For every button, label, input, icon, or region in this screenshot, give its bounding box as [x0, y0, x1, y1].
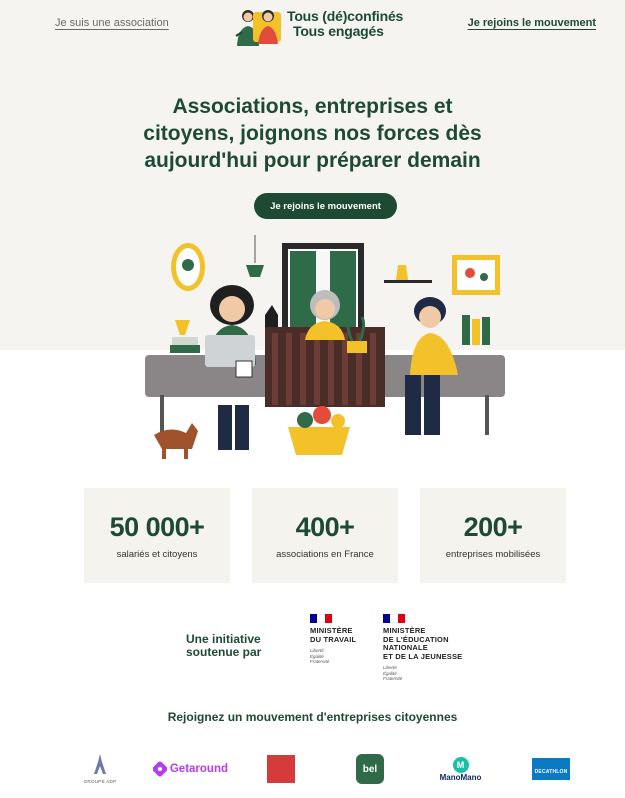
ministry-name-line: DE L'ÉDUCATION	[383, 634, 449, 644]
ministry-name-line: DU TRAVAIL	[310, 634, 357, 644]
ministry-name-line: MINISTÈRE	[383, 626, 426, 635]
partner-logo-manomano: M ManoMano	[433, 752, 488, 786]
coworking-illustration	[145, 235, 505, 459]
stat-card-citizens: 50 000+ salariés et citoyens	[84, 488, 230, 583]
french-flag-icon	[310, 614, 332, 623]
initiative-line-2: soutenue par	[186, 645, 262, 659]
partner-logo-red-mark	[266, 752, 296, 786]
partner-name: DECATHLON	[534, 769, 568, 775]
motto-line: Liberté	[310, 648, 324, 653]
site-header: Je suis une association Tous (dé)confiné…	[0, 0, 625, 50]
stat-label: entreprises mobilisées	[445, 549, 541, 560]
ministry-name-line: NATIONALE	[383, 643, 428, 652]
getaround-logo-icon	[153, 761, 167, 777]
motto-line: Égalité	[383, 670, 397, 676]
ministry-name-line: ET DE LA JEUNESSE	[383, 651, 463, 661]
motto-line: Liberté	[383, 665, 397, 670]
logo-text: Tous (dé)confinés Tous engagés	[287, 9, 403, 39]
headline-line-2: citoyens, joignons nos forces dès	[143, 122, 482, 145]
logo-line-1: Tous (dé)confinés	[287, 8, 404, 24]
partner-logo-bel: bel	[355, 752, 385, 786]
site-logo[interactable]: Tous (dé)confinés Tous engagés	[232, 4, 432, 46]
partner-logo-decathlon: DECATHLON	[531, 752, 571, 786]
partner-name: GROUPE ADP	[83, 779, 117, 784]
stat-value: 50 000+	[109, 512, 205, 542]
ministry-name-line: MINISTÈRE	[310, 626, 353, 635]
motto-line: Fraternité	[383, 676, 403, 681]
stat-card-associations: 400+ associations en France	[252, 488, 398, 583]
partner-name: ManoMano	[439, 772, 482, 782]
manomano-badge-icon: M	[452, 756, 469, 773]
ministry-travail-logo: MINISTÈRE DU TRAVAIL Liberté Égalité Fra…	[310, 614, 356, 665]
association-link[interactable]: Je suis une association	[55, 17, 169, 29]
logo-line-2: Tous engagés	[293, 23, 384, 39]
partner-logo-getaround: Getaround	[153, 752, 228, 786]
headline-line-3: aujourd'hui pour préparer demain	[144, 149, 481, 172]
partner-name: Getaround	[169, 763, 228, 775]
initiative-line-1: Une initiative	[186, 632, 261, 646]
french-flag-icon	[383, 614, 405, 623]
stat-card-companies: 200+ entreprises mobilisées	[420, 488, 566, 583]
join-movement-button[interactable]: Je rejoins le mouvement	[254, 193, 397, 219]
stat-label: salariés et citoyens	[116, 549, 198, 560]
partners-title: Rejoignez un mouvement d'entreprises cit…	[167, 710, 458, 724]
bel-badge-icon: bel	[356, 754, 384, 784]
red-square-logo-icon	[267, 755, 295, 783]
motto-line: Fraternité	[310, 659, 330, 664]
eiffel-tower-icon	[93, 754, 106, 774]
ministry-education-logo: MINISTÈRE DE L'ÉDUCATION NATIONALE ET DE…	[383, 614, 462, 682]
hero-headline: Associations, entreprises et citoyens, j…	[100, 93, 525, 174]
partner-name: bel	[362, 763, 378, 775]
stat-label: associations en France	[276, 549, 374, 560]
join-movement-link[interactable]: Je rejoins le mouvement	[467, 17, 596, 29]
logo-people-icon	[235, 10, 281, 46]
initiative-label: Une initiative soutenue par	[186, 633, 276, 659]
headline-line-1: Associations, entreprises et	[172, 95, 453, 118]
stat-value: 200+	[463, 512, 523, 542]
stat-value: 400+	[295, 512, 355, 542]
motto-line: Égalité	[310, 653, 324, 659]
partner-logo-adp: GROUPE ADP	[80, 752, 120, 786]
